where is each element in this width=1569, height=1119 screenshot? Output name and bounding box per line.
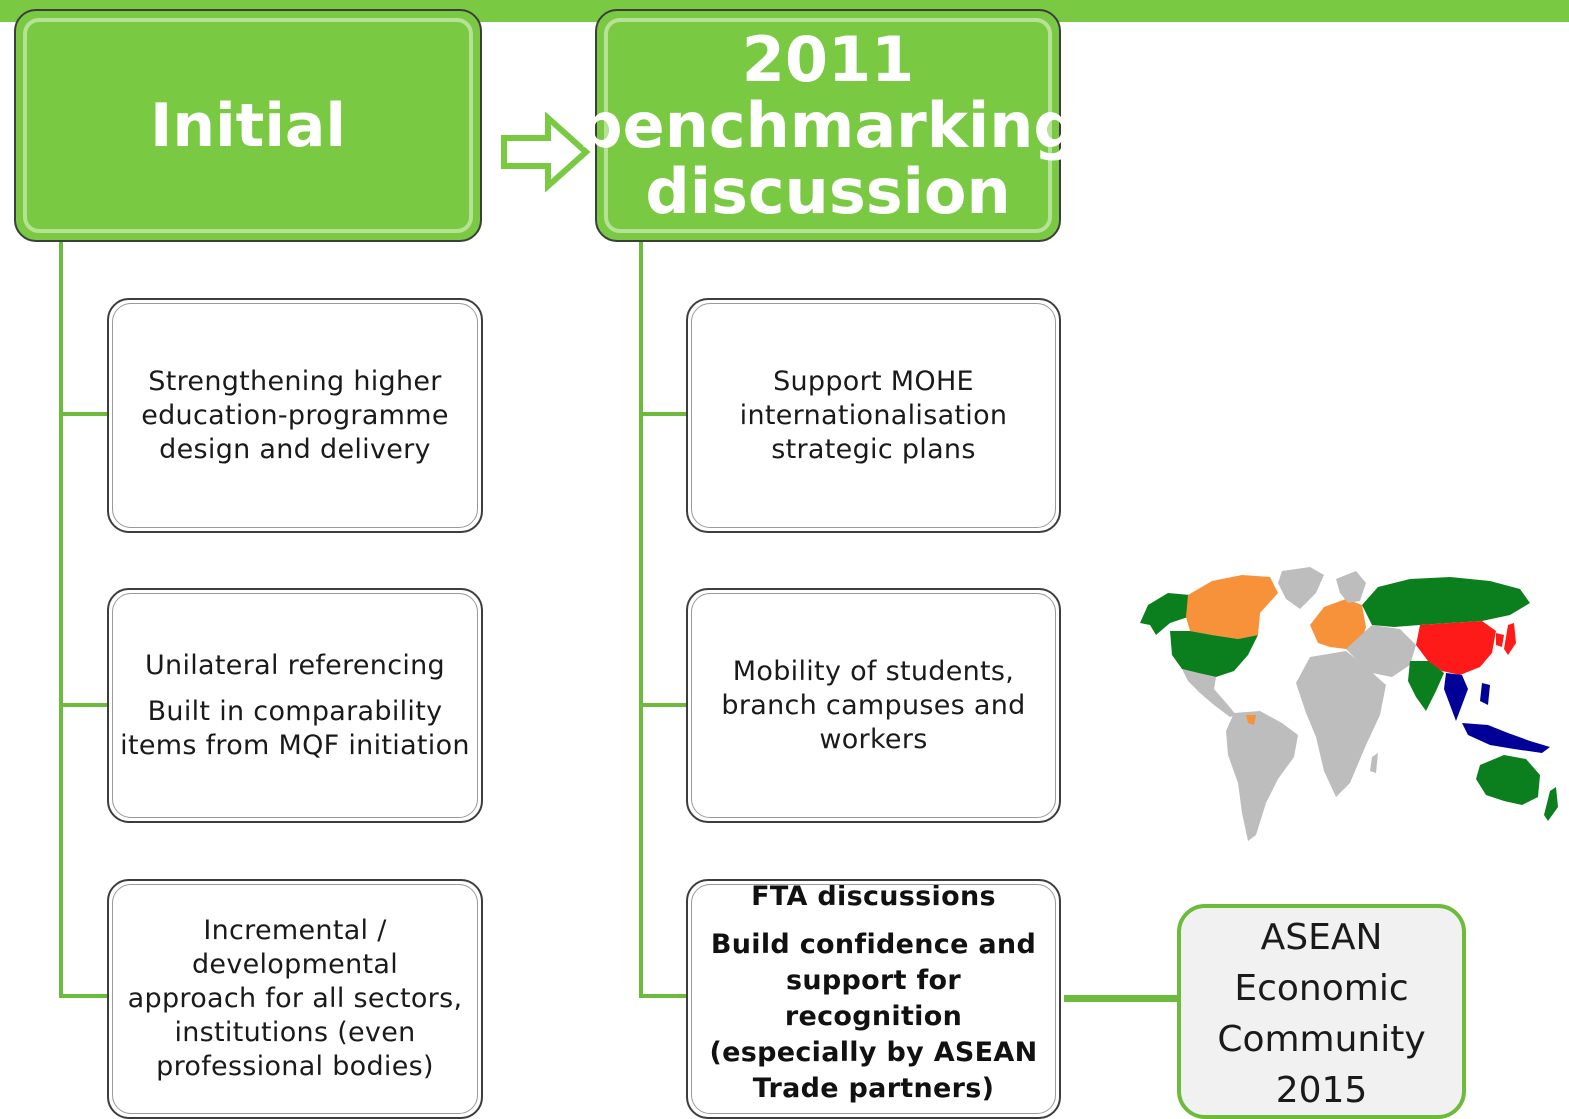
right-item-box-2: Mobility of students, branch campuses an… xyxy=(686,588,1061,823)
right-item-box-1: Support MOHE internationalisation strate… xyxy=(686,298,1061,533)
left-item-box-2: Unilateral referencing Built in comparab… xyxy=(107,588,483,823)
map-korea xyxy=(1496,633,1504,647)
map-south-america xyxy=(1226,711,1298,841)
right-branch-connector-2 xyxy=(639,703,687,707)
map-alaska xyxy=(1140,593,1190,635)
map-asean-islands xyxy=(1462,723,1550,753)
map-peru-chile-mark xyxy=(1246,715,1256,725)
benchmarking-header: 2011 benchmarking discussion xyxy=(578,9,1078,242)
left-item-box-1: Strengthening higher education-programme… xyxy=(107,298,483,533)
world-map-image xyxy=(1140,567,1558,841)
asean-connector xyxy=(1064,995,1179,1002)
map-china xyxy=(1416,621,1496,675)
left-item-box-3: Incremental / developmental approach for… xyxy=(107,879,483,1119)
map-new-zealand xyxy=(1544,787,1558,821)
left-branch-connector-3 xyxy=(59,994,108,998)
map-madagascar xyxy=(1370,753,1378,773)
right-branch-connector-3 xyxy=(639,994,687,998)
map-scandinavia xyxy=(1336,571,1366,603)
right-vertical-connector xyxy=(639,242,643,998)
map-middle-east xyxy=(1346,625,1416,677)
map-russia xyxy=(1362,577,1530,627)
map-greenland xyxy=(1278,567,1324,609)
map-africa xyxy=(1296,651,1386,797)
left-branch-connector-2 xyxy=(59,703,108,707)
map-japan xyxy=(1504,623,1516,655)
initial-title: Initial xyxy=(150,90,346,161)
map-asean-mainland xyxy=(1444,673,1468,721)
asean-economic-community-box: ASEAN Economic Community 2015 xyxy=(1177,904,1466,1119)
benchmarking-title: 2011 benchmarking discussion xyxy=(578,22,1078,228)
right-item-box-3: FTA discussions Build confidence and sup… xyxy=(686,879,1061,1119)
initial-header: Initial xyxy=(14,9,482,242)
map-mexico xyxy=(1182,669,1236,717)
right-arrow-icon xyxy=(501,112,591,192)
map-usa xyxy=(1170,631,1258,677)
map-australia xyxy=(1476,755,1540,805)
left-branch-connector-1 xyxy=(59,412,108,416)
map-europe xyxy=(1310,599,1366,649)
map-philippines xyxy=(1480,683,1490,705)
map-canada xyxy=(1186,575,1278,639)
right-branch-connector-1 xyxy=(639,412,687,416)
map-india xyxy=(1408,661,1444,711)
left-vertical-connector xyxy=(59,242,63,998)
